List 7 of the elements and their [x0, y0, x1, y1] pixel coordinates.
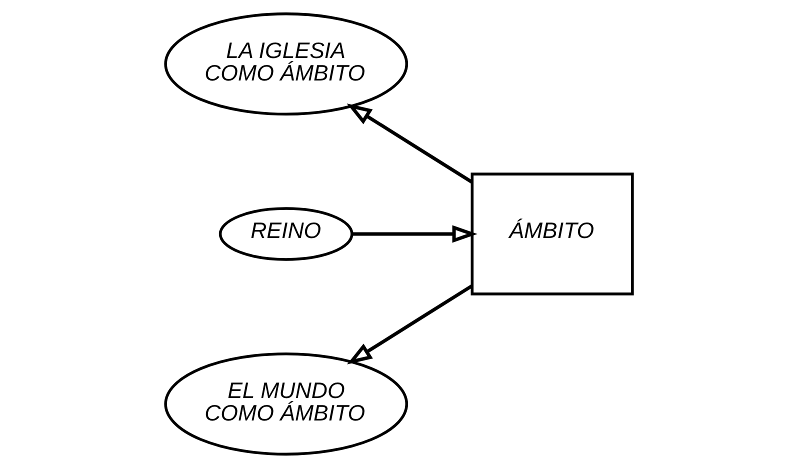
arrow: [346, 284, 473, 364]
arrow: [346, 103, 474, 184]
node-ellipse: LA IGLESIA COMO ÁMBITO: [164, 12, 408, 116]
node-box: ÁMBITO: [470, 172, 634, 296]
arrow: [352, 225, 478, 243]
node-ellipse: EL MUNDO COMO ÁMBITO: [164, 352, 408, 456]
node-ellipse: REINO: [218, 207, 354, 261]
